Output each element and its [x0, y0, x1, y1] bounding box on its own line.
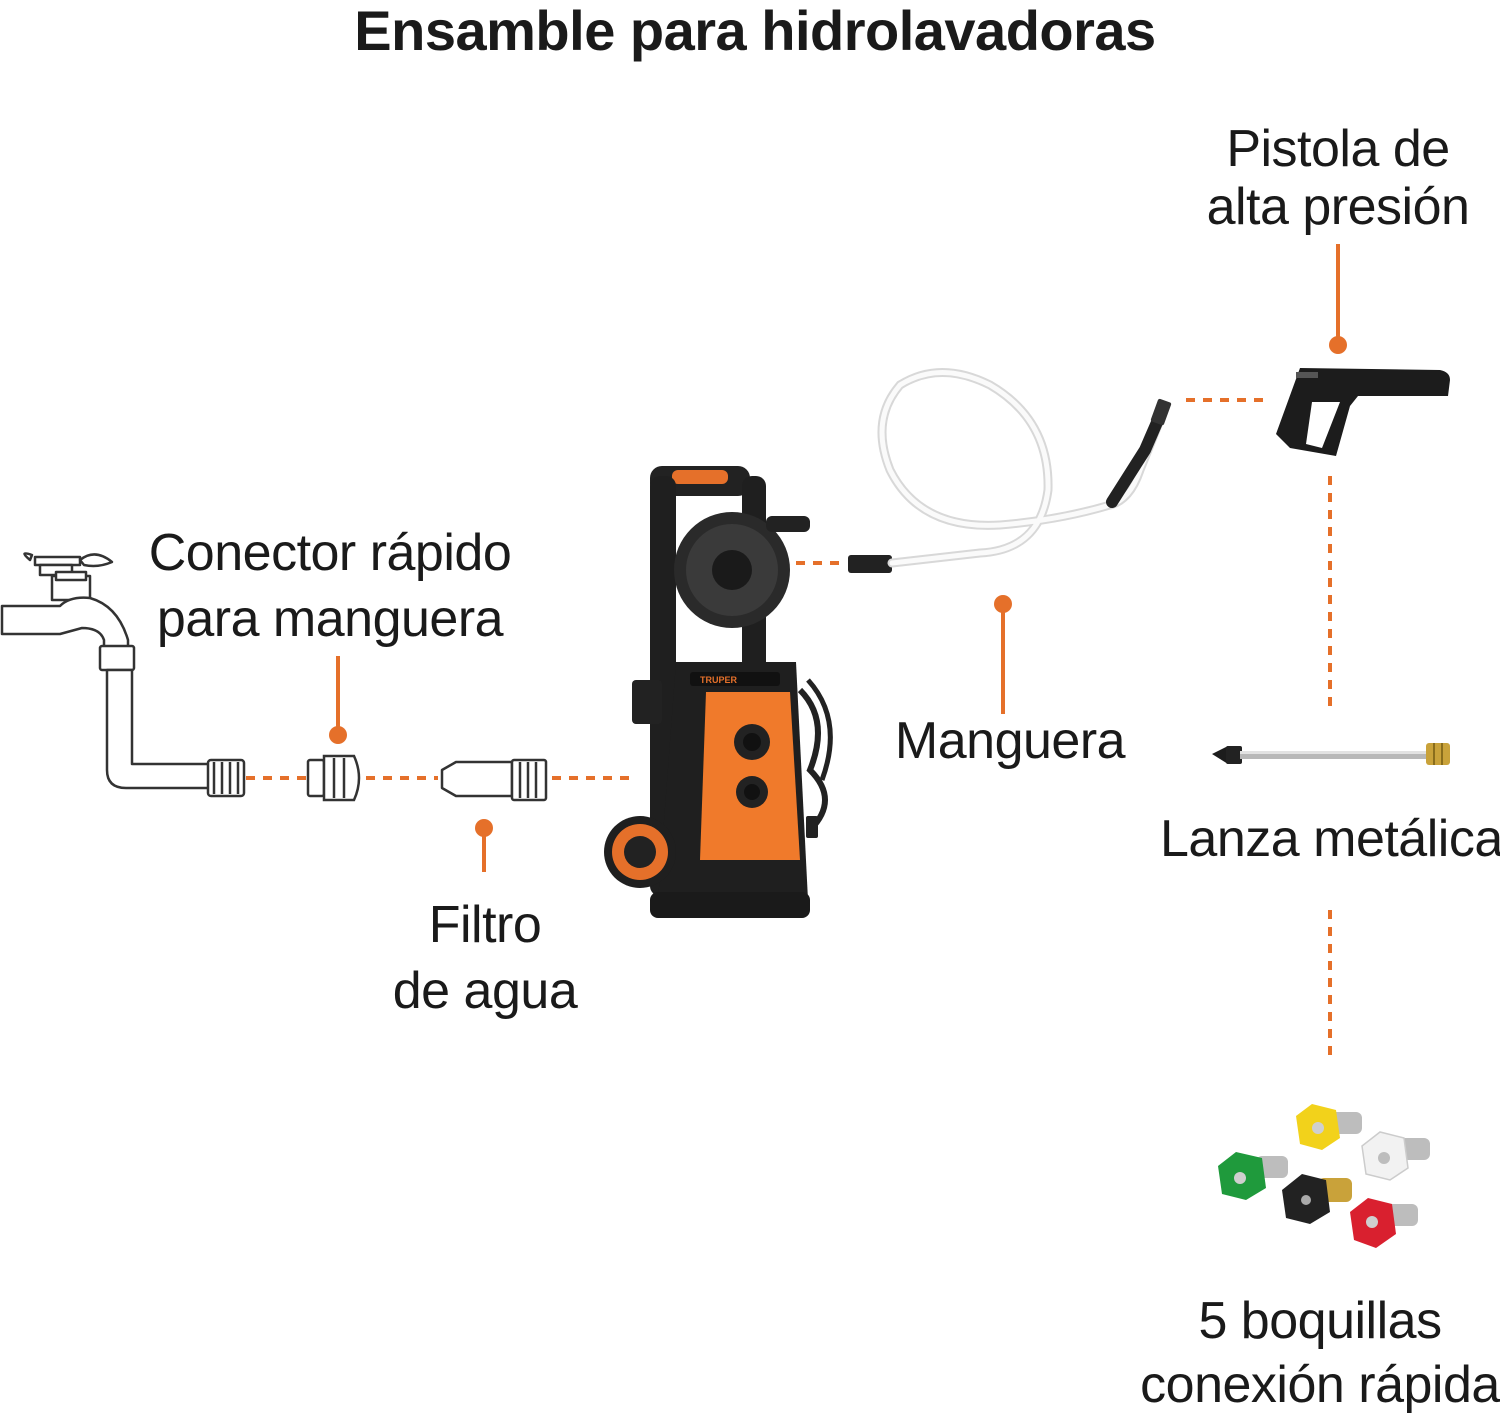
metal-lance-icon [1212, 743, 1450, 765]
nozzle-green-icon [1218, 1152, 1288, 1200]
label-filter: Filtro de agua [360, 896, 610, 1020]
page-title: Ensamble para hidrolavadoras [354, 0, 1156, 62]
nozzles-icon [1218, 1104, 1430, 1248]
label-gun: Pistola de alta presión [1188, 120, 1488, 236]
nozzle-red-icon [1350, 1198, 1418, 1248]
nozzle-white-icon [1361, 1131, 1430, 1181]
hose-icon [848, 368, 1172, 573]
label-nozzles-line1: 5 boquillas [1198, 1292, 1442, 1350]
label-pointers [329, 244, 1347, 872]
label-connector: Conector rápido para manguera [130, 524, 530, 648]
spray-gun-icon [1276, 368, 1450, 456]
label-gun-line2: alta presión [1206, 178, 1470, 237]
label-nozzles-line2: conexión rápida [1140, 1356, 1500, 1415]
water-filter-icon [440, 758, 548, 802]
label-gun-line1: Pistola de [1226, 120, 1450, 178]
brand-logo: TRUPER [700, 675, 738, 685]
connection-lines [246, 398, 1332, 1060]
label-lance: Lanza metálica [1160, 810, 1500, 868]
label-hose: Manguera [894, 712, 1126, 770]
label-connector-line2: para manguera [156, 590, 504, 649]
faucet-icon [0, 552, 246, 798]
quick-connector-icon [306, 754, 361, 802]
label-connector-line1: Conector rápido [148, 524, 512, 582]
nozzle-yellow-icon [1296, 1104, 1362, 1150]
label-filter-line2: de agua [392, 962, 578, 1021]
label-nozzles: 5 boquillas conexión rápida [1140, 1292, 1500, 1414]
nozzle-black-icon [1282, 1174, 1352, 1224]
label-filter-line1: Filtro [428, 896, 542, 954]
pressure-washer-icon: TRUPER [604, 466, 833, 918]
